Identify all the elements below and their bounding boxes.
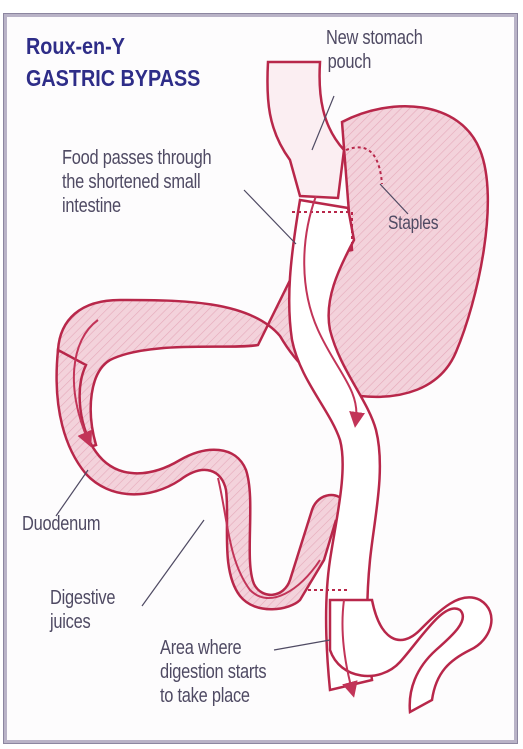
label-digestion-area: Area where digestion starts to take plac… [160,636,266,708]
label-new-stomach-pouch-line-2: pouch [326,50,423,74]
label-food-passes-line-1: Food passes through [62,146,211,170]
esophagus [267,62,344,198]
label-digestion-area-line-2: digestion starts [160,660,266,684]
label-duodenum: Duodenum [22,512,100,536]
label-digestion-area-line-1: Area where [160,636,266,660]
label-food-passes-line-2: the shortened small [62,170,211,194]
title-line-2: GASTRIC BYPASS [26,62,200,94]
label-new-stomach-pouch: New stomach pouch [326,26,423,74]
label-staples: Staples [388,212,438,236]
label-digestion-area-line-3: to take place [160,684,266,708]
leader-duodenum [56,470,88,516]
label-digestive-juices: Digestive juices [50,586,115,634]
label-new-stomach-pouch-line-1: New stomach [326,26,423,50]
label-food-passes: Food passes through the shortened small … [62,146,211,218]
jejunum [330,597,491,712]
diagram-title: Roux-en-Y GASTRIC BYPASS [26,30,200,94]
leader-juices [142,520,204,606]
title-line-1: Roux-en-Y [26,30,200,62]
label-digestive-juices-line-1: Digestive [50,586,115,610]
leader-digestion [274,640,330,650]
leader-food [244,190,296,244]
label-food-passes-line-3: intestine [62,194,211,218]
label-digestive-juices-line-2: juices [50,610,115,634]
